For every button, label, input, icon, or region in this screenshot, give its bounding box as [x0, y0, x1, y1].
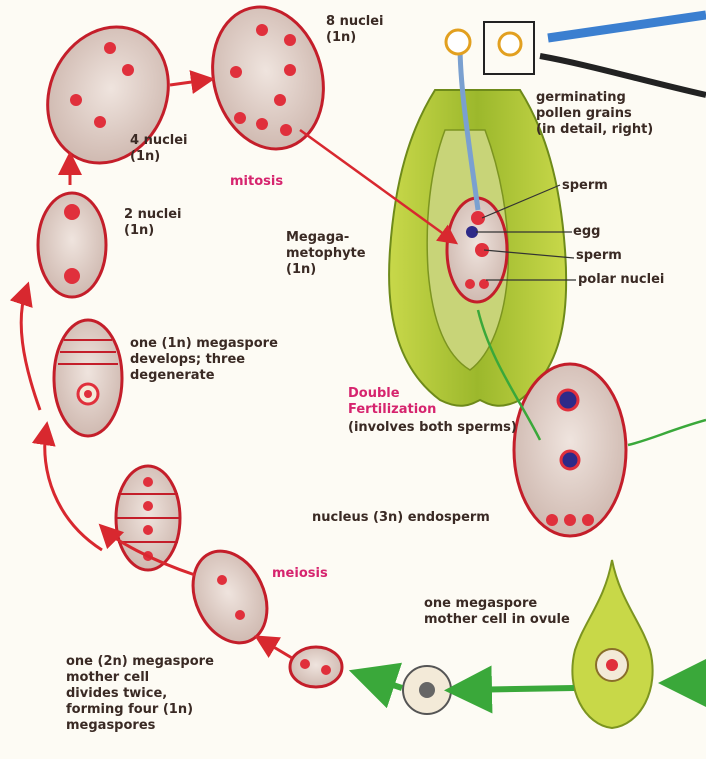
- one-megaspore-cell: [54, 320, 122, 436]
- green-line-right: [628, 420, 706, 445]
- label-germinating: germinating pollen grains (in detail, ri…: [536, 90, 653, 138]
- label-megagametophyte: Megaga- metophyte (1n): [286, 230, 366, 278]
- red-arrow-mitosis2: [170, 80, 206, 85]
- label-mitosis: mitosis: [230, 174, 283, 190]
- label-mother-cell-ovule: one megaspore mother cell in ovule: [424, 596, 570, 628]
- two-nuclei-cell: [38, 193, 106, 297]
- red-arrow-meiosis: [262, 640, 292, 658]
- four-megaspores-cell: [116, 466, 180, 570]
- meiosis-cell-1: [290, 647, 342, 687]
- endosperm-cell: [514, 364, 626, 536]
- label-four-nuclei: 4 nuclei (1n): [130, 133, 188, 165]
- ovule: [572, 560, 652, 728]
- label-polar-nuclei: polar nuclei: [578, 272, 664, 288]
- label-two-nuclei: 2 nuclei (1n): [124, 207, 182, 239]
- eight-nuclei-cell: [197, 0, 339, 162]
- label-eight-nuclei: 8 nuclei (1n): [326, 14, 384, 46]
- label-egg: egg: [573, 224, 600, 240]
- label-meiosis: meiosis: [272, 566, 328, 582]
- label-mother-cell-divides: one (2n) megaspore mother cell divides t…: [66, 654, 214, 734]
- green-arrow-middle: [462, 688, 574, 690]
- label-sperm-top: sperm: [562, 178, 608, 194]
- mother-cell-isolated: [403, 666, 451, 714]
- blue-arrow: [548, 15, 706, 38]
- label-sperm-mid: sperm: [576, 248, 622, 264]
- label-endosperm: nucleus (3n) endosperm: [312, 510, 490, 526]
- meiosis-cell-2: [179, 539, 281, 655]
- label-double-fertilization: Double Fertilization: [348, 386, 436, 418]
- red-arrow-two: [21, 290, 40, 410]
- label-one-megaspore: one (1n) megaspore develops; three degen…: [130, 336, 278, 384]
- red-arrow-develops: [45, 430, 102, 550]
- label-involves-both-sperms: (involves both sperms): [348, 420, 517, 436]
- green-arrow-left: [366, 676, 402, 688]
